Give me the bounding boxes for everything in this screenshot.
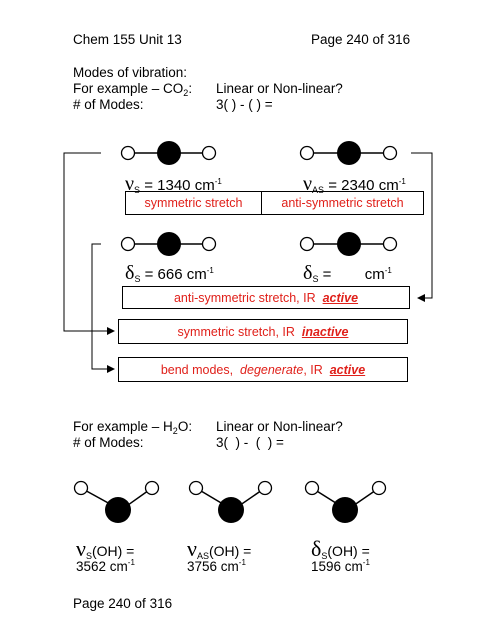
- h2o-mode-2-label: νAS(OH) =: [187, 538, 251, 561]
- answer-antisymmetric: anti-symmetric stretch, IR active: [122, 286, 410, 309]
- mode-3-value: 1596 cm: [311, 559, 363, 574]
- h2o-molecule-3: [304, 480, 387, 523]
- nu-symbol: ν: [303, 173, 313, 195]
- h2o-linear-question: Linear or Non-linear?: [216, 419, 343, 434]
- mode-3-label-text: (OH) =: [327, 543, 370, 559]
- co2-example-suffix: :: [188, 81, 193, 96]
- mode-1-value: 3562 cm: [76, 559, 128, 574]
- mode-1-label-text: (OH) =: [91, 543, 135, 559]
- delta-1-sub: S: [134, 274, 141, 284]
- page-number-header: Page 240 of 316: [311, 32, 411, 47]
- delta-symbol: δ: [303, 262, 313, 284]
- co2-delta-2-label: δS = cm-1: [303, 263, 392, 284]
- mode-2-sub: AS: [196, 551, 209, 561]
- answer-2-text: symmetric stretch, IR: [177, 324, 299, 339]
- course-title: Chem 155 Unit 13: [73, 32, 182, 47]
- delta-2-sup: -1: [384, 266, 392, 275]
- connector-symmetric: [63, 152, 115, 335]
- nu-s-value: = 1340 cm: [140, 177, 215, 194]
- nu-s-sup: -1: [214, 177, 222, 186]
- h2o-mode-3-value: 1596 cm-1: [311, 559, 370, 574]
- modes-title: Modes of vibration:: [73, 65, 188, 80]
- delta-1-value: = 666 cm: [140, 266, 207, 283]
- mode-3-sub: S: [321, 551, 328, 561]
- h2o-mode-2-value: 3756 cm-1: [187, 559, 246, 574]
- h2o-subscript: 2: [172, 426, 178, 436]
- co2-subscript: 2: [183, 88, 189, 98]
- box-symmetric-stretch: symmetric stretch: [125, 191, 262, 215]
- co2-nu-s-label: νS = 1340 cm-1: [125, 174, 222, 195]
- co2-delta-1-label: δS = 666 cm-1: [125, 263, 214, 284]
- h2o-modes-formula: 3( ) - ( ) =: [216, 435, 284, 450]
- h2o-example-suffix: O:: [177, 419, 193, 434]
- answer-3-italic: degenerate: [240, 362, 304, 377]
- h2o-molecule-2: [188, 480, 273, 523]
- answer-1-text: anti-symmetric stretch, IR: [173, 290, 320, 305]
- h2o-example-prefix: For example – H: [73, 419, 173, 434]
- box-antisymmetric-stretch: anti-symmetric stretch: [261, 191, 424, 215]
- answer-3-text: bend modes,: [160, 362, 237, 377]
- co2-molecule-antisymmetric: [299, 141, 398, 165]
- answer-3-mid: , IR: [303, 362, 327, 377]
- h2o-mode-1-label: νS(OH) =: [76, 538, 134, 561]
- mode-2-sup: -1: [238, 558, 246, 567]
- answer-symmetric: symmetric stretch, IR inactive: [118, 319, 408, 344]
- delta-1-sup: -1: [206, 266, 214, 275]
- mode-2-value: 3756 cm: [187, 559, 239, 574]
- co2-linear-question: Linear or Non-linear?: [216, 81, 343, 96]
- answer-3-emph: active: [329, 362, 366, 377]
- co2-nu-as-label: νAS = 2340 cm-1: [303, 174, 406, 195]
- h2o-mode-1-value: 3562 cm-1: [76, 559, 135, 574]
- co2-modes-formula: 3( ) - ( ) =: [216, 97, 273, 112]
- page-number-footer: Page 240 of 316: [73, 596, 173, 611]
- nu-as-sup: -1: [398, 177, 406, 186]
- h2o-modes-label: # of Modes:: [73, 435, 144, 450]
- nu-as-value: = 2340 cm: [324, 177, 399, 194]
- nu-symbol: ν: [76, 536, 86, 561]
- nu-symbol: ν: [125, 173, 135, 195]
- mode-2-label-text: (OH) =: [208, 543, 252, 559]
- co2-molecule-symmetric: [120, 141, 217, 165]
- delta-symbol: δ: [125, 262, 135, 284]
- nu-as-sub: AS: [312, 185, 325, 195]
- h2o-example: For example – H2O:: [73, 420, 192, 436]
- mode-1-sup: -1: [127, 558, 135, 567]
- co2-example: For example – CO2:: [73, 82, 192, 98]
- connector-antisymmetric: [411, 152, 433, 302]
- answer-1-emph: active: [322, 290, 359, 305]
- delta-symbol: δ: [311, 536, 322, 561]
- answer-bend: bend modes, degenerate, IR active: [118, 357, 408, 382]
- co2-molecule-bend-2: [299, 232, 398, 256]
- h2o-mode-3-label: δS(OH) =: [311, 538, 370, 561]
- mode-1-sub: S: [85, 551, 92, 561]
- nu-symbol: ν: [187, 536, 197, 561]
- co2-molecule-bend-1: [120, 232, 217, 256]
- mode-3-sup: -1: [362, 558, 370, 567]
- nu-s-sub: S: [134, 185, 141, 195]
- connector-bend: [91, 243, 115, 373]
- delta-2-sub: S: [312, 274, 319, 284]
- delta-2-value: = cm: [318, 266, 385, 283]
- co2-example-prefix: For example – CO: [73, 81, 184, 96]
- co2-modes-label: # of Modes:: [73, 97, 144, 112]
- h2o-molecule-1: [73, 480, 160, 523]
- answer-2-emph: inactive: [301, 324, 349, 339]
